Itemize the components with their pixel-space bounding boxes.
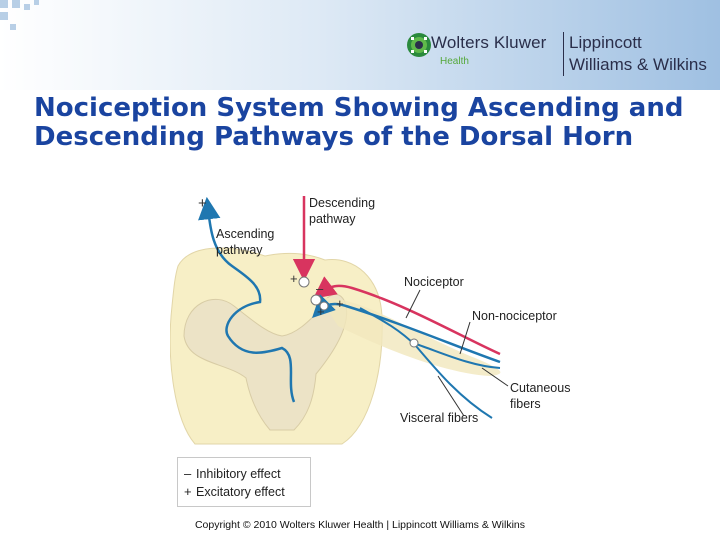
synapse-node-1	[298, 276, 310, 288]
dorsal-horn-diagram: + + – + + Descending pathway Ascending p…	[170, 195, 570, 445]
label-ascending-line1: Ascending	[216, 227, 274, 241]
sign-synapse-plus-upper: +	[290, 271, 298, 286]
imprint-line-1: Lippincott	[569, 33, 642, 52]
nociceptor-fiber	[312, 276, 501, 356]
leader-non-nociceptor	[459, 321, 471, 355]
leader-cutaneous	[481, 367, 509, 387]
synapse-node-2	[310, 294, 322, 306]
label-ascending-line2: pathway	[216, 243, 263, 257]
legend-inhibitory-symbol: –	[184, 466, 192, 481]
sign-synapse-minus: –	[316, 281, 324, 296]
synapse-node-3	[319, 301, 329, 311]
label-descending-line1: Descending	[309, 196, 375, 210]
label-visceral-fibers: Visceral fibers	[400, 411, 478, 425]
label-non-nociceptor: Non-nociceptor	[472, 309, 557, 323]
legend-row-excitatory: + Excitatory effect	[184, 484, 285, 499]
brand-name: Wolters Kluwer	[431, 33, 547, 52]
sign-ascending-top: +	[198, 195, 207, 212]
header-band	[0, 0, 720, 90]
dorsal-root-ganglion-region	[320, 297, 501, 376]
cutaneous-fiber	[415, 343, 501, 369]
sign-synapse-plus-right: +	[336, 296, 344, 311]
legend-excitatory-label: Excitatory effect	[196, 485, 285, 499]
brand-divider	[563, 32, 564, 76]
label-cutaneous-line2: fibers	[510, 397, 541, 411]
label-descending-line2: pathway	[309, 212, 356, 226]
label-nociceptor: Nociceptor	[404, 275, 464, 289]
ascending-pathway	[198, 196, 296, 403]
leader-nociceptor	[405, 289, 421, 319]
legend-excitatory-symbol: +	[184, 484, 192, 499]
copyright-footer: Copyright © 2010 Wolters Kluwer Health |…	[194, 519, 526, 531]
wolters-kluwer-emblem-icon	[407, 33, 431, 57]
leader-visceral	[437, 375, 465, 417]
header-gradient-decoration	[0, 0, 720, 90]
sign-synapse-plus-lower: +	[317, 304, 325, 319]
label-cutaneous-line1: Cutaneous	[510, 381, 570, 395]
legend-box: –Inhibitory effect + Excitatory effect	[177, 457, 311, 507]
imprint-line-2: Williams & Wilkins	[569, 55, 707, 74]
ganglion-node	[409, 338, 419, 348]
brand-sub: Health	[440, 56, 469, 67]
legend-row-inhibitory: –Inhibitory effect	[184, 466, 281, 481]
publisher-logo	[405, 30, 720, 80]
slide-title: Nociception System Showing Ascending and…	[34, 93, 684, 152]
legend-inhibitory-label: Inhibitory effect	[196, 467, 281, 481]
